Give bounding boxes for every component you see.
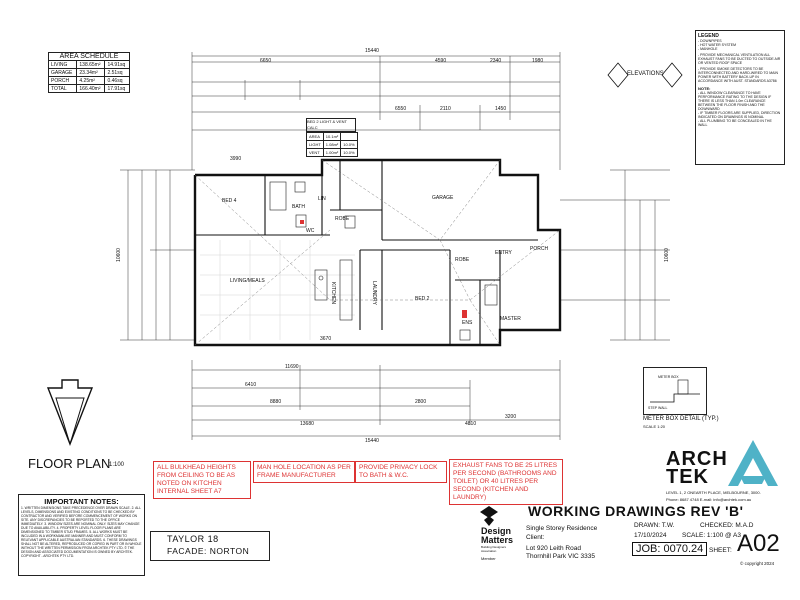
north-arrow-icon: [46, 379, 94, 446]
dim-3200: 3200: [505, 414, 517, 420]
room-master: MASTER: [500, 316, 521, 322]
room-bed4: BED 4: [222, 198, 237, 204]
legend: LEGEND - DOWNPIPES - HOT WATER SYSTEM - …: [695, 30, 785, 165]
room-entry: ENTRY: [495, 250, 512, 256]
archtek-line1: ARCH: [666, 448, 728, 470]
legend-item: - HOT WATER SYSTEM: [698, 43, 737, 47]
legend-item: - PROVIDE SMOKE DETECTORS TO BE INTERCON…: [698, 67, 778, 83]
house-name: TAYLOR 18: [167, 534, 219, 544]
important-notes-title: IMPORTANT NOTES:: [44, 497, 119, 506]
archtek-logo-icon: [728, 440, 778, 486]
working-drawings-title: WORKING DRAWINGS REV 'B': [528, 503, 744, 519]
room-bed2: BED 2: [415, 296, 430, 302]
floor-plan-title: FLOOR PLAN: [28, 456, 111, 471]
dim-11690: 11690: [285, 364, 299, 370]
meter-box-sketch: [650, 379, 700, 403]
project-suburb: Thornhill Park VIC 3335: [526, 553, 596, 560]
area-schedule-title: AREA SCHEDULE: [48, 52, 130, 60]
dim-4590: 4590: [435, 58, 447, 64]
design-matters-tag: Building Designers Association: [481, 545, 507, 553]
dim-6650: 6650: [260, 58, 272, 64]
drawing-scale: SCALE: 1:100 @ A3: [682, 532, 741, 539]
sheet-label: SHEET:: [709, 547, 732, 554]
design-matters-line2: Matters: [481, 535, 514, 545]
project-client-label: Client:: [526, 534, 545, 541]
room-laundry: LAUNDRY: [370, 281, 377, 305]
room-garage: GARAGE: [432, 195, 454, 201]
house-name-box: TAYLOR 18 FACADE: NORTON: [150, 531, 270, 561]
archtek-address: LEVEL 1, 2 ONEARTH PLACE, MELBOURNE, 300…: [666, 490, 761, 495]
design-matters-member: Member: [481, 556, 496, 561]
legend-note: - ALL WINDOW CLEARANCE TO HAVE PERFORMAN…: [698, 91, 772, 111]
meter-box-label: METER BOX DETAIL (TYP.): [643, 416, 719, 422]
room-kitchen: KITCHEN: [329, 282, 336, 304]
legend-item: - MANHOLE: [698, 47, 718, 51]
drawn-by: DRAWN: T.W.: [634, 522, 675, 529]
dim-overall-top: 15440: [365, 48, 379, 54]
room-robe: ROBE: [335, 216, 350, 222]
elevations-marker: [607, 62, 683, 88]
dim-2340: 2340: [490, 58, 502, 64]
legend-note: - ALL PLUMBING TO BE CONCEALED IN THE WA…: [698, 119, 772, 127]
house-facade: FACADE: NORTON: [167, 546, 250, 556]
legend-note-title: NOTE:: [698, 86, 711, 91]
elevations-label: ELEVATIONS: [627, 71, 664, 77]
room-living: LIVING/MEALS: [230, 278, 265, 284]
dim-3990: 3990: [230, 156, 242, 162]
project-type: Single Storey Residence: [526, 525, 598, 532]
sheet-number: A02: [737, 530, 780, 557]
design-matters-logo-icon: [480, 506, 498, 526]
room-wc: WC: [306, 228, 315, 234]
dim-13680: 13680: [300, 421, 314, 427]
meter-box-detail: METER BOX STEP WALL: [643, 367, 707, 415]
dim-2110: 2110: [440, 106, 451, 112]
meter-box-scale: SCALE 1:20: [643, 424, 666, 429]
dim-3670: 3670: [320, 336, 332, 342]
floor-plan-scale: 1:100: [109, 462, 125, 468]
red-note-manhole: MAN HOLE LOCATION AS PER FRAME MANUFACTU…: [253, 461, 355, 483]
job-number: JOB: 0070.24: [632, 542, 708, 556]
legend-title: LEGEND: [698, 33, 719, 39]
checked-by: CHECKED: M.A.D: [700, 522, 754, 529]
dim-6550: 6550: [395, 106, 407, 112]
red-note-privacy-lock: PROVIDE PRIVACY LOCK TO BATH & W.C.: [355, 461, 447, 483]
legend-item: - DOWNPIPES: [698, 39, 722, 43]
dim-8880: 8880: [270, 399, 282, 405]
legend-item: - PROVIDE MECHANICAL VENTILATION ALL EXH…: [698, 53, 781, 65]
legend-note: - IF TIMBER FLOORS ARE SUPPLIED, DIRECTI…: [698, 111, 781, 119]
archtek-line2: TEK: [666, 466, 709, 488]
design-matters-line1: Design: [481, 526, 512, 536]
project-lot: Lot 920 Leith Road: [526, 545, 581, 552]
important-notes-text: 1. WRITTEN DIMENSIONS TAKE PRECEDENCE OV…: [21, 506, 142, 558]
room-ens: ENS: [462, 320, 473, 326]
dim-2800: 2800: [415, 399, 427, 405]
dim-4810: 4810: [465, 421, 477, 427]
dim-left-10600: 10600: [115, 248, 122, 262]
room-lin: LIN: [318, 196, 326, 202]
dim-overall-bottom: 15440: [365, 438, 379, 444]
dim-right-10600: 10600: [663, 248, 670, 262]
room-bath: BATH: [292, 204, 305, 210]
archtek-contact: Phone: 8687 4748 E-mail: info@archtek.co…: [666, 497, 752, 502]
important-notes: IMPORTANT NOTES: 1. WRITTEN DIMENSIONS T…: [18, 494, 145, 576]
dim-1450: 1450: [495, 106, 507, 112]
dim-1980: 1980: [532, 58, 544, 64]
red-note-exhaust: EXHAUST FANS TO BE 25 LITRES PER SECOND …: [449, 459, 563, 505]
dim-6410: 6410: [245, 382, 257, 388]
room-robe2: ROBE: [455, 257, 470, 263]
red-note-bulkhead: ALL BULKHEAD HEIGHTS FROM CEILING TO BE …: [153, 461, 251, 499]
room-porch: PORCH: [530, 246, 549, 252]
copyright: © copyright 2024: [740, 561, 775, 566]
drawing-date: 17/10/2024: [634, 532, 667, 539]
